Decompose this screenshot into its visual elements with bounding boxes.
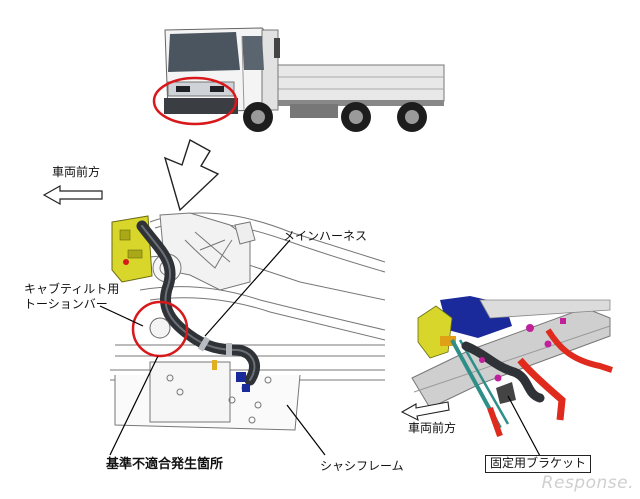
chassis-frame-label: シャシフレーム bbox=[320, 459, 404, 473]
inset-detail-drawing bbox=[411, 296, 613, 438]
inset-forward-direction-label: 車両前方 bbox=[408, 421, 457, 435]
torsion-bar-label-line2: トーションバー bbox=[24, 297, 108, 311]
leader-defect bbox=[109, 355, 159, 456]
defect-location-label: 基準不適合発生箇所 bbox=[106, 457, 224, 472]
leader-main-harness bbox=[204, 239, 291, 337]
truck-illustration bbox=[164, 27, 445, 132]
fixing-bracket-label: 固定用ブラケット bbox=[485, 455, 592, 473]
defect-highlight-circle bbox=[131, 300, 189, 358]
leader-fixing-bracket bbox=[507, 395, 541, 457]
forward-arrow-icon bbox=[42, 184, 103, 206]
leader-chassis-frame bbox=[286, 404, 326, 456]
main-harness-label: メインハーネス bbox=[283, 229, 368, 243]
zoom-arrow bbox=[163, 138, 220, 212]
watermark: Response. bbox=[541, 473, 634, 493]
inset-forward-arrow-icon bbox=[400, 401, 450, 422]
leader-torsion-bar bbox=[99, 305, 144, 327]
truck-highlight-circle bbox=[152, 76, 238, 126]
torsion-bar-label-line1: キャブティルト用 bbox=[24, 282, 120, 296]
forward-direction-label: 車両前方 bbox=[52, 165, 101, 179]
